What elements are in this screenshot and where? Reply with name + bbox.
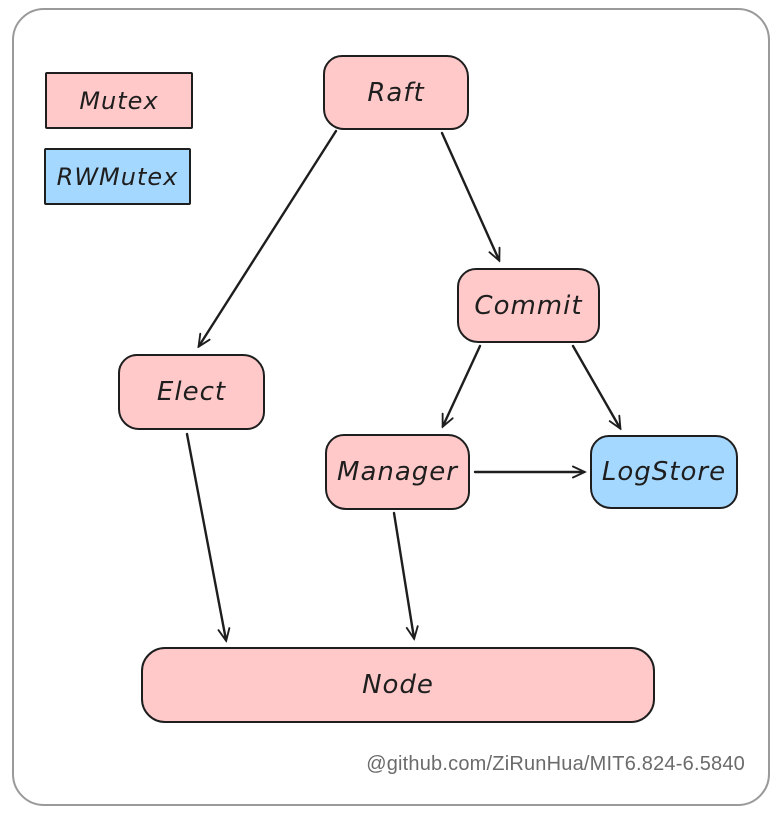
node-logstore: LogStore [590,435,738,509]
attribution-text: @github.com/ZiRunHua/MIT6.824-6.5840 [366,753,745,775]
legend-mutex: Mutex [45,72,193,129]
node-raft-label: Raft [367,77,425,108]
legend-rwmutex-label: RWMutex [56,162,179,191]
node-raft: Raft [323,55,469,130]
node-node-label: Node [362,670,434,700]
legend-rwmutex: RWMutex [44,148,191,205]
node-elect-label: Elect [156,377,227,407]
node-commit-label: Commit [474,290,583,321]
legend-mutex-label: Mutex [79,86,159,115]
node-elect: Elect [118,354,265,430]
node-manager: Manager [325,434,470,510]
node-commit: Commit [457,268,600,343]
node-logstore-label: LogStore [601,457,727,487]
node-node: Node [141,647,655,723]
node-manager-label: Manager [337,457,458,487]
